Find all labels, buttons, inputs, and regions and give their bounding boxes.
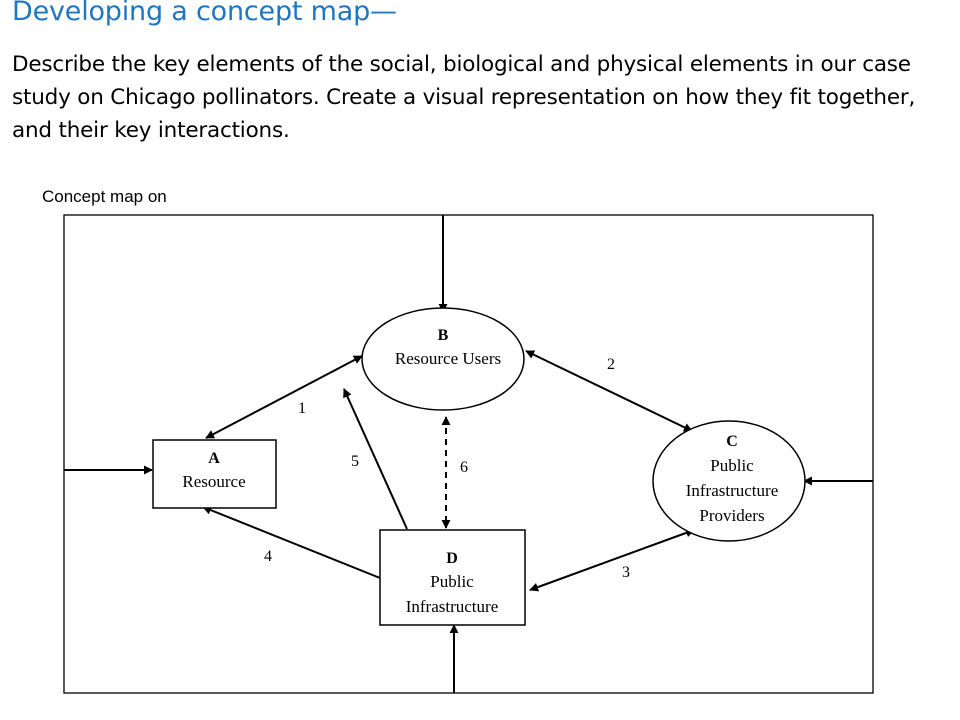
edge-6-label: 6 — [460, 459, 468, 476]
node-c-public-infrastructure-providers: C Public Infrastructure Providers — [652, 420, 806, 542]
node-c-label-line1: Public — [710, 456, 754, 475]
node-d-public-infrastructure: D Public Infrastructure — [379, 529, 526, 626]
node-c-label-line3: Providers — [699, 506, 764, 525]
node-a-letter: A — [208, 450, 220, 467]
edge-3-label: 3 — [622, 564, 630, 581]
node-b-resource-users: B Resource Users — [361, 307, 525, 411]
edge-1-label: 1 — [298, 400, 306, 417]
node-c-label-line2: Infrastructure — [686, 481, 779, 500]
edge-4-arrow — [202, 505, 381, 579]
edge-2-arrow — [525, 350, 693, 432]
edge-1-arrow — [205, 355, 363, 439]
node-a-label: Resource — [182, 472, 245, 491]
edge-3-arrow — [529, 528, 695, 592]
edge-5-arrow — [343, 388, 408, 530]
slide-title: Developing a concept map— — [12, 0, 397, 27]
node-c-letter: C — [726, 433, 738, 450]
node-b-letter: B — [438, 327, 449, 344]
node-d-letter: D — [446, 550, 458, 567]
node-d-label-line1: Public — [430, 572, 474, 591]
edge-2-label: 2 — [607, 356, 615, 373]
node-b-label: Resource Users — [395, 349, 501, 368]
slide-instructions: Describe the key elements of the social,… — [12, 52, 916, 143]
diagram-caption: Concept map on — [42, 187, 167, 206]
node-a-resource: A Resource — [152, 439, 277, 509]
edge-4-label: 4 — [264, 548, 272, 565]
node-d-label-line2: Infrastructure — [406, 597, 499, 616]
edge-5-label: 5 — [351, 453, 359, 470]
